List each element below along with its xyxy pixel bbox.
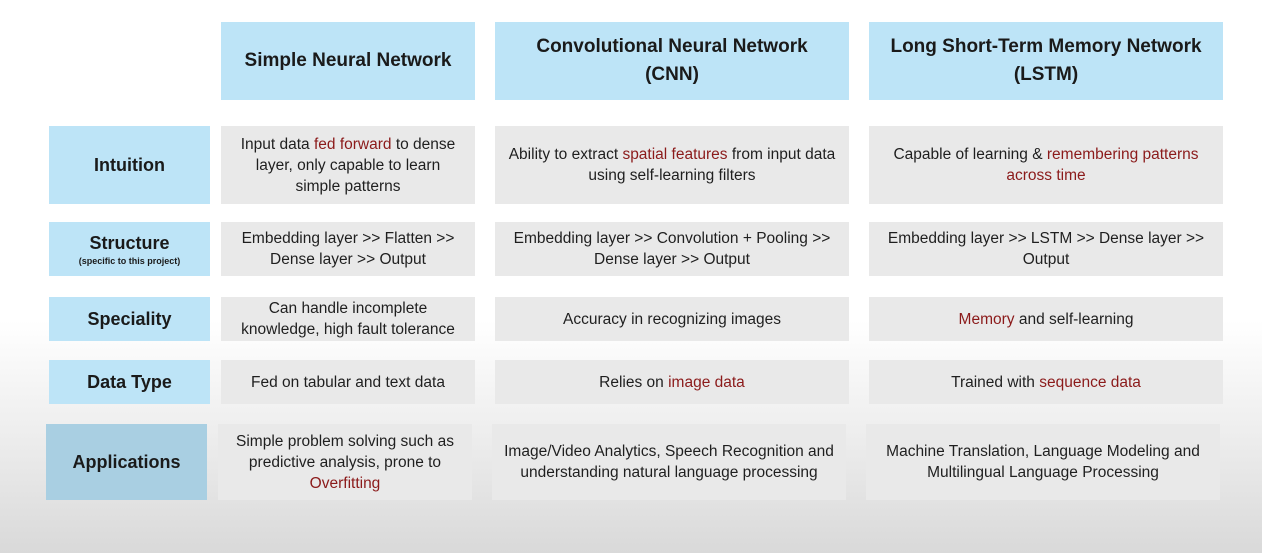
cell-speciality-lstm: Memory and self-learning (869, 297, 1223, 341)
row-header-applications: Applications (46, 424, 207, 500)
cell-applications-lstm: Machine Translation, Language Modeling a… (866, 424, 1220, 500)
highlight-text: spatial features (622, 146, 728, 163)
cell-text: Memory and self-learning (959, 309, 1134, 330)
text-part: Capable of learning & (893, 146, 1047, 163)
highlight-text: Overfitting (309, 474, 381, 492)
row-label: Structure (89, 232, 170, 253)
cell-speciality-simple-nn: Can handle incomplete knowledge, high fa… (221, 297, 475, 341)
highlight-text: fed forward (313, 135, 392, 153)
text-part: from input data using self-learning filt… (588, 146, 836, 184)
row-label: Intuition (94, 155, 165, 175)
highlight-text: Memory (958, 310, 1015, 328)
cell-datatype-simple-nn: Fed on tabular and text data (221, 360, 475, 404)
cell-text: Relies on image data (599, 372, 745, 393)
cell-datatype-lstm: Trained with sequence data (869, 360, 1223, 404)
column-header-cnn: Convolutional Neural Network (CNN) (495, 22, 849, 100)
highlight-text: remembering patterns across time (1006, 146, 1199, 184)
row-header-intuition: Intuition (49, 126, 210, 204)
row-header-data-type: Data Type (49, 360, 210, 404)
cell-structure-simple-nn: Embedding layer >> Flatten >> Dense laye… (221, 222, 475, 276)
row-label: Data Type (87, 372, 172, 392)
cell-applications-simple-nn: Simple problem solving such as predictiv… (218, 424, 472, 500)
row-sublabel: (specific to this project) (78, 255, 181, 266)
cell-speciality-cnn: Accuracy in recognizing images (495, 297, 849, 341)
column-header-simple-nn: Simple Neural Network (221, 22, 475, 100)
cell-intuition-cnn: Ability to extract spatial features from… (495, 126, 849, 204)
text-part: and self-learning (1014, 310, 1134, 328)
cell-text: Ability to extract spatial features from… (507, 144, 837, 186)
text-part: Simple problem solving such as predictiv… (236, 432, 454, 471)
cell-structure-cnn: Embedding layer >> Convolution + Pooling… (495, 222, 849, 276)
cell-text: Capable of learning & remembering patter… (881, 144, 1211, 186)
cell-intuition-lstm: Capable of learning & remembering patter… (869, 126, 1223, 204)
row-label: Speciality (87, 309, 172, 329)
text-part: Trained with (951, 373, 1040, 391)
row-label: Applications (72, 452, 181, 472)
highlight-text: sequence data (1039, 373, 1141, 391)
cell-text: Input data fed forward to dense layer, o… (233, 134, 463, 197)
cell-text: Simple problem solving such as predictiv… (230, 431, 460, 494)
text-part: to dense layer, only capable to learn si… (255, 135, 456, 195)
text-part: Relies on (599, 373, 669, 391)
cell-intuition-simple-nn: Input data fed forward to dense layer, o… (221, 126, 475, 204)
cell-datatype-cnn: Relies on image data (495, 360, 849, 404)
text-part: Input data (240, 135, 314, 153)
text-part: Ability to extract (508, 146, 623, 163)
cell-text: Trained with sequence data (951, 372, 1141, 393)
row-header-structure: Structure (specific to this project) (49, 222, 210, 276)
row-header-speciality: Speciality (49, 297, 210, 341)
column-header-lstm: Long Short-Term Memory Network (LSTM) (869, 22, 1223, 100)
highlight-text: image data (668, 373, 745, 391)
cell-structure-lstm: Embedding layer >> LSTM >> Dense layer >… (869, 222, 1223, 276)
cell-applications-cnn: Image/Video Analytics, Speech Recognitio… (492, 424, 846, 500)
